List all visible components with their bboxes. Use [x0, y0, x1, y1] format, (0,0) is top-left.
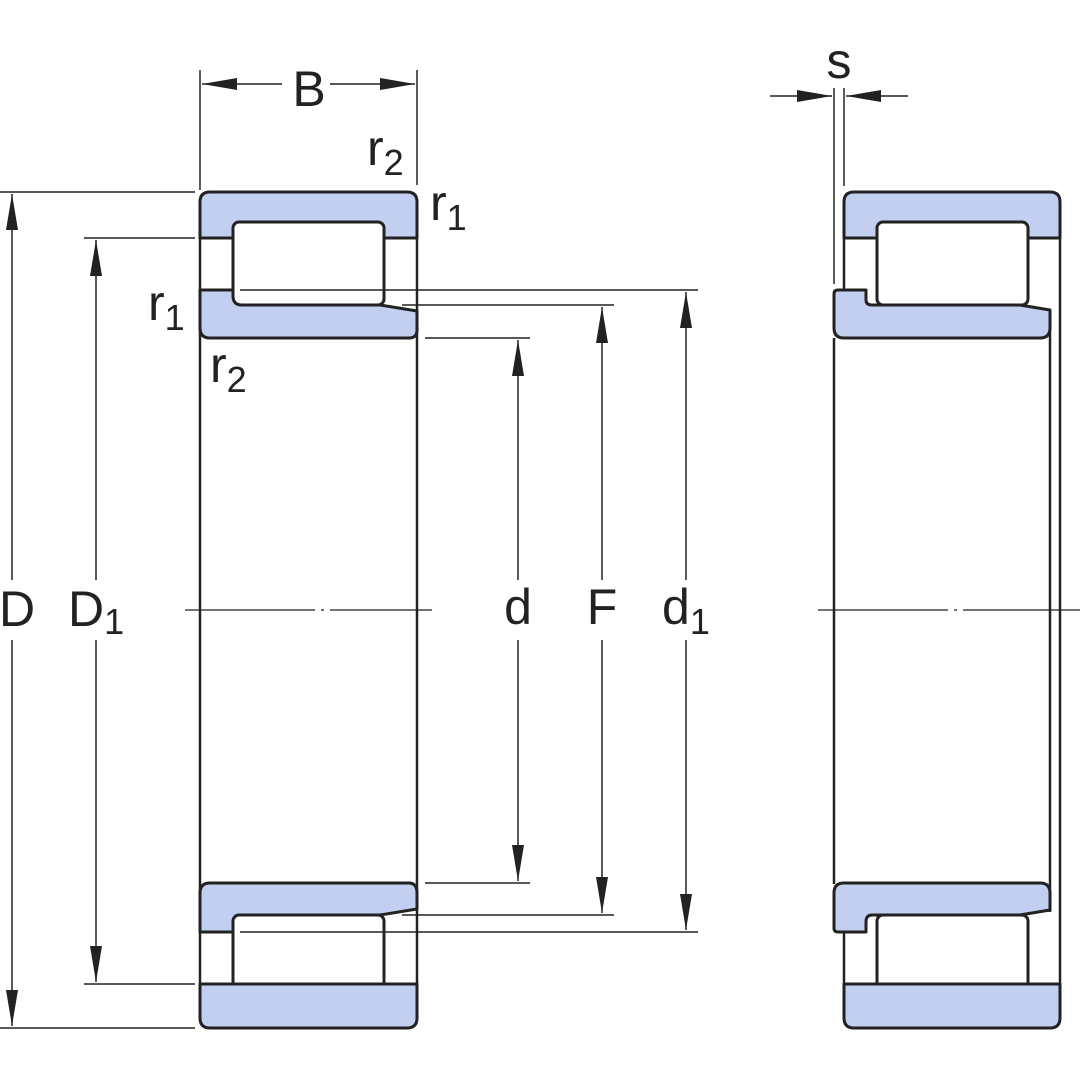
- label-s: s: [827, 33, 852, 89]
- label-r2-left: r2: [210, 337, 247, 400]
- right-outer-ring-bottom: [842, 982, 1062, 1030]
- right-roller-top: [875, 220, 1030, 307]
- dimension-labels: B s D D1 d F d1 r2 r1 r1 r2: [0, 33, 852, 642]
- dim-d1-inner-arrow-bottom: [680, 894, 692, 930]
- label-b: B: [292, 61, 325, 117]
- right-inner-ring-top: [832, 288, 1052, 340]
- label-d-outer: D: [0, 581, 35, 637]
- dim-b-arrow-left: [202, 78, 237, 90]
- outer-ring-bottom: [198, 982, 419, 1030]
- dim-f-arrow-bottom: [596, 877, 608, 913]
- dim-bore-arrow-top: [512, 340, 524, 376]
- inner-ring-top: [198, 288, 419, 340]
- dim-d-outer-arrow-bottom: [6, 990, 18, 1026]
- label-d-bore: d: [504, 579, 532, 635]
- dim-d1-inner-arrow-top: [680, 292, 692, 328]
- label-d1-outer: D1: [68, 581, 124, 642]
- label-r1-top-right: r1: [430, 175, 467, 238]
- label-r1-left: r1: [148, 275, 185, 338]
- dim-s-arrow-left: [797, 90, 832, 102]
- dim-b-arrow-right: [380, 78, 415, 90]
- dim-s-arrow-right: [846, 90, 881, 102]
- right-inner-ring-bottom: [832, 881, 1052, 934]
- dim-bore-arrow-bottom: [512, 845, 524, 881]
- dim-d1-outer-arrow-bottom: [90, 946, 102, 982]
- dim-f-arrow-top: [596, 307, 608, 343]
- dim-d-outer-arrow-top: [6, 194, 18, 230]
- dim-d1-outer-arrow-top: [90, 240, 102, 276]
- label-d1-inner: d1: [662, 579, 710, 642]
- right-section-view: [818, 190, 1080, 1030]
- roller-top: [231, 220, 386, 307]
- dimensions: [0, 70, 908, 1029]
- label-f: F: [587, 579, 618, 635]
- label-r2-top-right: r2: [367, 120, 404, 183]
- left-section-view: [185, 190, 432, 1030]
